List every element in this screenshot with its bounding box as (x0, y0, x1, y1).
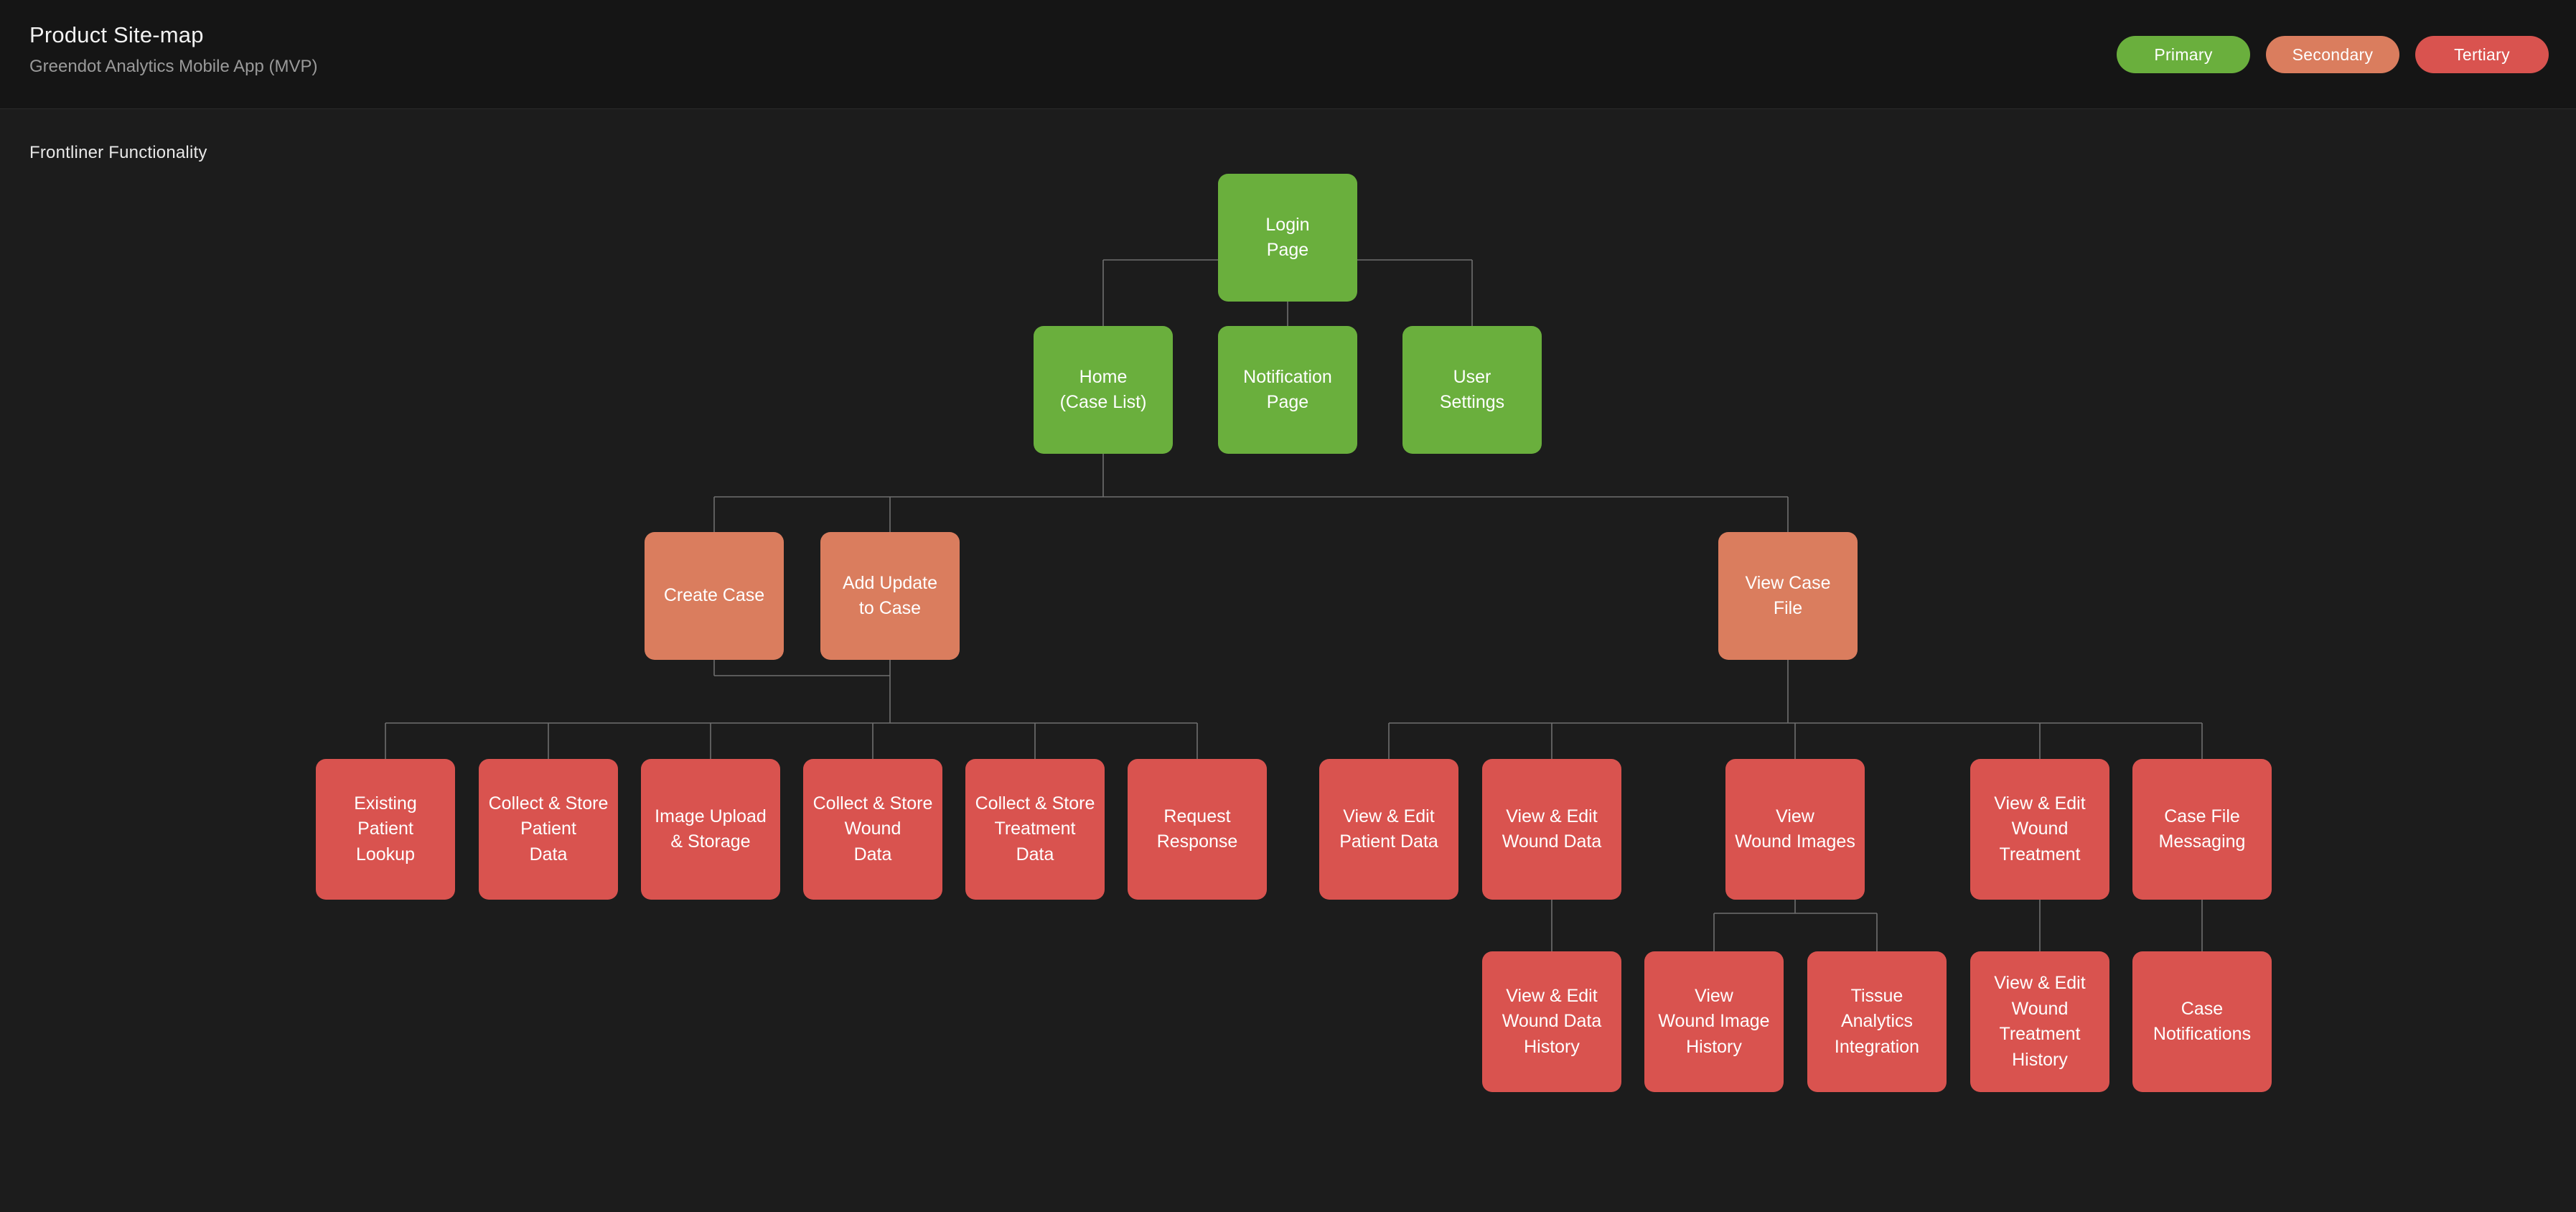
legend-pill-primary[interactable]: Primary (2117, 36, 2250, 73)
header-titles: Product Site-map Greendot Analytics Mobi… (29, 22, 318, 78)
page-subtitle: Greendot Analytics Mobile App (MVP) (29, 56, 318, 76)
page-title: Product Site-map (29, 22, 204, 47)
node-ve-wound-treat[interactable]: View & Edit Wound Treatment (1970, 759, 2109, 900)
node-case-notif[interactable]: Case Notifications (2132, 951, 2272, 1092)
node-login[interactable]: Login Page (1218, 174, 1357, 302)
legend-pill-tertiary[interactable]: Tertiary (2415, 36, 2549, 73)
node-home[interactable]: Home (Case List) (1034, 326, 1173, 454)
node-view-img-hist[interactable]: View Wound Image History (1644, 951, 1784, 1092)
node-user-settings[interactable]: User Settings (1402, 326, 1542, 454)
node-store-treatment[interactable]: Collect & Store Treatment Data (965, 759, 1105, 900)
node-tissue-analytics[interactable]: Tissue Analytics Integration (1807, 951, 1947, 1092)
node-case-messaging[interactable]: Case File Messaging (2132, 759, 2272, 900)
tier-legend: Primary Secondary Tertiary (2117, 36, 2549, 73)
node-image-upload[interactable]: Image Upload & Storage (641, 759, 780, 900)
node-request-response[interactable]: Request Response (1128, 759, 1267, 900)
node-create-case[interactable]: Create Case (645, 532, 784, 660)
node-ve-wound-data[interactable]: View & Edit Wound Data (1482, 759, 1621, 900)
node-notification[interactable]: Notification Page (1218, 326, 1357, 454)
section-label: Frontliner Functionality (29, 143, 207, 162)
node-store-wound[interactable]: Collect & Store Wound Data (803, 759, 942, 900)
legend-pill-secondary[interactable]: Secondary (2266, 36, 2399, 73)
node-ve-wound-hist[interactable]: View & Edit Wound Data History (1482, 951, 1621, 1092)
node-existing-patient[interactable]: Existing Patient Lookup (316, 759, 455, 900)
node-ve-patient-data[interactable]: View & Edit Patient Data (1319, 759, 1458, 900)
node-add-update[interactable]: Add Update to Case (820, 532, 960, 660)
page-header: Product Site-map Greendot Analytics Mobi… (0, 0, 2576, 109)
node-view-case-file[interactable]: View Case File (1718, 532, 1858, 660)
node-ve-treat-hist[interactable]: View & Edit Wound Treatment History (1970, 951, 2109, 1092)
node-view-wound-imgs[interactable]: View Wound Images (1725, 759, 1865, 900)
node-store-patient[interactable]: Collect & Store Patient Data (479, 759, 618, 900)
